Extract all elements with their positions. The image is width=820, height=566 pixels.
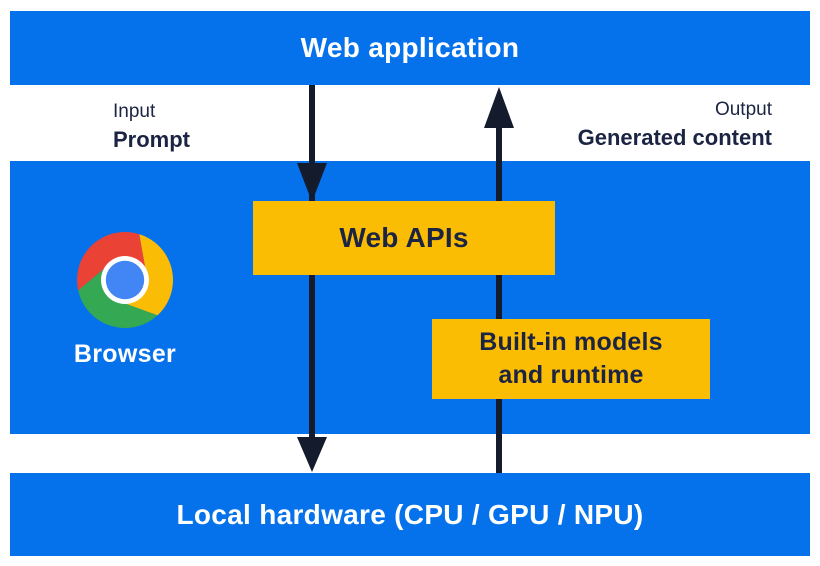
local-hardware-layer: Local hardware (CPU / GPU / NPU)	[10, 473, 810, 556]
built-in-models-box: Built-in models and runtime	[432, 319, 710, 399]
output-value: Generated content	[577, 125, 772, 150]
input-caption: Input	[113, 101, 156, 122]
local-hardware-label: Local hardware (CPU / GPU / NPU)	[176, 498, 644, 530]
chrome-logo-green-segment	[78, 263, 158, 328]
built-in-models-label-line1: Built-in models	[479, 328, 663, 356]
chrome-logo-icon	[77, 232, 173, 328]
web-application-label: Web application	[300, 32, 520, 63]
built-in-models-label-line2: and runtime	[498, 361, 644, 389]
web-apis-box: Web APIs	[253, 201, 555, 275]
output-caption: Output	[714, 99, 772, 120]
web-apis-label: Web APIs	[339, 222, 469, 253]
input-annotation: Input Prompt	[113, 99, 190, 154]
up-arrowhead-top	[484, 87, 514, 128]
input-value: Prompt	[113, 127, 190, 152]
chrome-logo-blue-center	[105, 260, 145, 300]
browser-label: Browser	[73, 340, 177, 368]
output-annotation: Output Generated content	[578, 97, 772, 152]
down-arrowhead-bottom	[297, 437, 327, 472]
web-application-layer: Web application	[10, 11, 810, 85]
